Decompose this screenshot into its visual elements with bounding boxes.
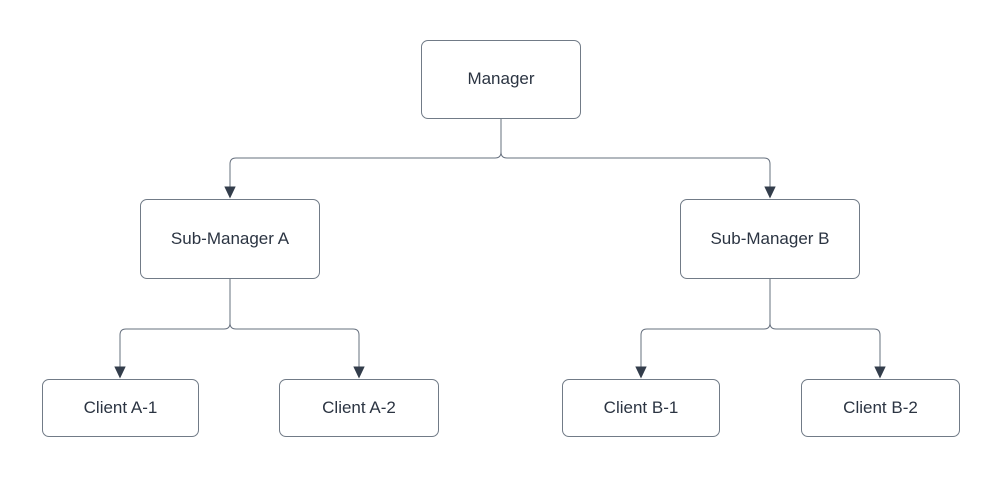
arrowhead-client-a-2 (353, 366, 365, 379)
node-client-b-1-label: Client B-1 (603, 397, 679, 417)
node-sub-manager-b[interactable]: Sub-Manager B (680, 199, 860, 279)
node-client-a-2-label: Client A-2 (322, 397, 396, 417)
node-client-b-1[interactable]: Client B-1 (562, 379, 720, 437)
node-manager-label: Manager (467, 69, 535, 89)
node-client-b-2[interactable]: Client B-2 (801, 379, 960, 437)
node-client-a-1[interactable]: Client A-1 (42, 379, 199, 437)
connector-sub-manager-b-to-client-b-2 (769, 279, 881, 367)
node-sub-manager-a[interactable]: Sub-Manager A (140, 199, 320, 279)
arrowhead-client-b-2 (874, 366, 886, 379)
arrowhead-sub-manager-a (224, 186, 236, 199)
connector-manager-to-sub-manager-a (229, 119, 502, 187)
node-client-b-2-label: Client B-2 (843, 397, 918, 417)
node-client-a-2[interactable]: Client A-2 (279, 379, 439, 437)
arrowhead-client-b-1 (635, 366, 647, 379)
connector-sub-manager-b-to-client-b-1 (640, 279, 771, 367)
connector-sub-manager-a-to-client-a-1 (119, 279, 231, 367)
connector-sub-manager-a-to-client-a-2 (229, 279, 360, 367)
arrowhead-sub-manager-b (764, 186, 776, 199)
node-client-a-1-label: Client A-1 (83, 397, 158, 417)
arrowhead-client-a-1 (114, 366, 126, 379)
node-sub-manager-b-label: Sub-Manager B (710, 228, 830, 248)
node-sub-manager-a-label: Sub-Manager A (170, 228, 290, 248)
connector-manager-to-sub-manager-b (500, 119, 771, 187)
node-manager[interactable]: Manager (421, 40, 581, 119)
